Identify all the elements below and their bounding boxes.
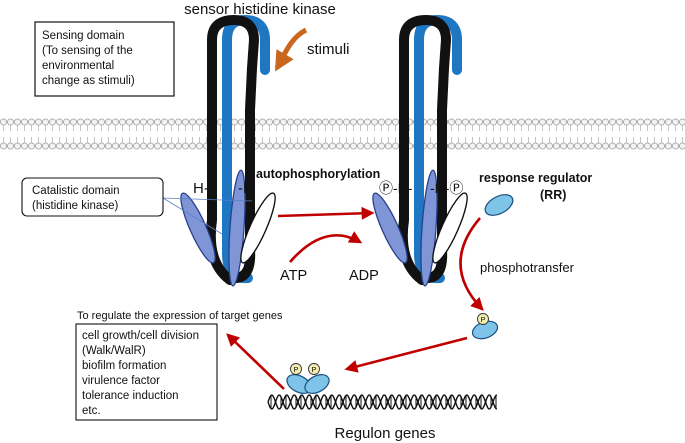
rr-label-line1: response regulator [479, 171, 592, 185]
right-histidine-kinase: Ⓟ-H- -H-Ⓟ [372, 14, 468, 287]
dna-to-genes-arrow [226, 333, 285, 390]
phospho-histidine-left: Ⓟ-H- [379, 180, 413, 196]
regulate-label: To regulate the expression of target gen… [77, 310, 283, 322]
sensing-box-line: (To sensing of the [42, 45, 133, 57]
phosphorylated-rr: P [471, 313, 499, 340]
rr-dimer-bound: P P [286, 363, 330, 394]
rr-label-line2: (RR) [540, 188, 566, 202]
regulon-genes-label: Regulon genes [335, 425, 436, 442]
phospho-histidine-right: -H-Ⓟ [430, 180, 463, 196]
histidine-left: H- [193, 180, 209, 197]
catalytic-box-line: (histidine kinase) [32, 200, 118, 212]
adp-label: ADP [349, 268, 379, 284]
stimuli-arrow [274, 27, 308, 72]
gene-line: etc. [82, 405, 101, 417]
catalytic-domain-left [372, 192, 408, 264]
autophosphorylation-label: autophosphorylation [256, 167, 380, 181]
gene-line: biofilm formation [82, 360, 166, 372]
phosphotransfer-arrow [459, 217, 484, 311]
left-histidine-kinase: H- -H [180, 14, 276, 287]
phosphate-symbol: P [293, 365, 298, 374]
gene-line: cell growth/cell division [82, 330, 199, 342]
catalytic-domain-right [432, 192, 468, 264]
phosphate-symbol: P [480, 315, 485, 324]
histidine-right: -H [238, 180, 254, 197]
cell-membrane [0, 118, 685, 150]
catalytic-box-line: Catalistic domain [32, 185, 120, 197]
atp-label: ATP [280, 268, 307, 284]
gene-line: tolerance induction [82, 390, 179, 402]
sensing-domain-box: Sensing domain (To sensing of the enviro… [34, 21, 175, 97]
regulon-dna [267, 394, 498, 410]
sensing-box-line: Sensing domain [42, 30, 124, 42]
target-genes-box: cell growth/cell division (Walk/WalR) bi… [75, 323, 218, 421]
response-regulator [484, 194, 514, 216]
gene-line: (Walk/WalR) [82, 345, 146, 357]
catalytic-domain-left [180, 192, 216, 264]
autophosphorylation-arrow [277, 206, 375, 220]
sensing-box-line: change as stimuli) [42, 75, 135, 87]
catalytic-domain-right [240, 192, 276, 264]
catalytic-domain-box: Catalistic domain (histidine kinase) [21, 177, 253, 235]
stimuli-label: stimuli [307, 41, 350, 58]
phosphotransfer-label: phosphotransfer [480, 260, 575, 275]
phosphate-symbol: P [311, 365, 316, 374]
diagram-title: sensor histidine kinase [184, 1, 336, 18]
sensing-box-line: environmental [42, 60, 114, 72]
atp-adp-arrow [289, 231, 363, 263]
rr-to-dna-arrow [344, 336, 468, 373]
gene-line: virulence factor [82, 375, 160, 387]
